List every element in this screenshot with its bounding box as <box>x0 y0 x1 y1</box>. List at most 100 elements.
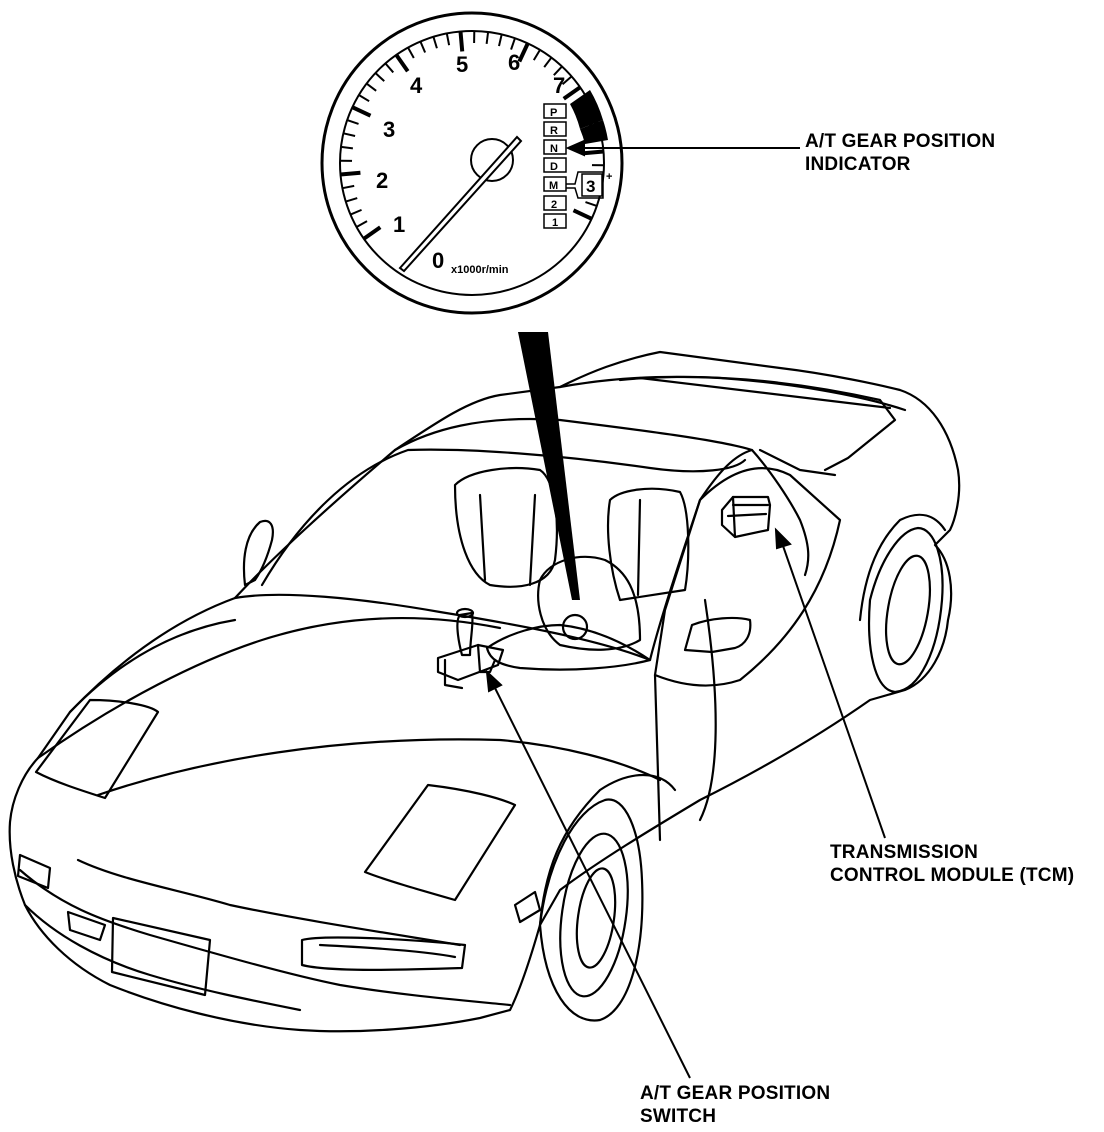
tick-mark <box>346 119 359 125</box>
gear-label-n: N <box>550 143 558 155</box>
tick-mark <box>458 31 465 52</box>
driver-seat <box>453 467 558 588</box>
tick-mark <box>432 36 438 49</box>
callout-tcm-line-1: TRANSMISSION <box>830 842 979 863</box>
tach-unit-label: x1000r/min <box>451 264 509 276</box>
tick-mark <box>342 184 355 190</box>
callout-transmission-control-module: TRANSMISSION CONTROL MODULE (TCM) <box>830 841 1074 887</box>
tach-number-1: 1 <box>393 212 405 237</box>
manual-gear-plus: + <box>606 171 612 183</box>
tick-mark <box>498 34 503 47</box>
gear-label-d: D <box>550 161 558 173</box>
needle-hub <box>470 138 514 182</box>
windshield-inner <box>260 448 747 587</box>
switch-leader <box>493 685 691 1079</box>
tach-number-8: 8 <box>588 111 600 136</box>
car-body-outline <box>8 350 961 1033</box>
redline-zone <box>570 90 603 129</box>
tachometer: 0 1 2 3 4 5 6 7 8 x1000r/min P R N D M 2… <box>320 11 624 315</box>
tick-mark <box>517 42 530 63</box>
manual-gear-box <box>581 173 603 197</box>
license-plate <box>110 916 212 997</box>
side-marker <box>513 890 542 924</box>
windshield-frame <box>233 417 754 662</box>
tick-mark <box>561 75 573 86</box>
tach-number-2: 2 <box>376 168 388 193</box>
gear-box-r <box>543 121 567 137</box>
manual-bracket <box>566 171 604 199</box>
front-bumper <box>18 868 512 1007</box>
tick-mark <box>365 82 377 92</box>
tick-mark <box>532 49 541 61</box>
tick-mark <box>562 85 582 101</box>
callout-wedge <box>518 332 580 600</box>
tach-number-5: 5 <box>456 52 468 77</box>
right-mirror <box>683 616 752 654</box>
intake-left <box>66 910 107 942</box>
hood-line-2 <box>68 618 237 714</box>
gear-box-n <box>543 139 567 155</box>
left-headlight <box>34 698 160 800</box>
callout-gear-position-indicator: A/T GEAR POSITION INDICATOR <box>805 130 995 176</box>
tick-mark <box>343 132 356 137</box>
tach-number-6: 6 <box>508 50 520 75</box>
left-mirror <box>242 519 274 587</box>
passenger-seat <box>606 487 690 602</box>
tach-number-0: 0 <box>432 248 444 273</box>
hood-front <box>76 858 462 947</box>
tick-mark <box>419 41 427 53</box>
tick-mark <box>583 149 604 156</box>
manual-gear-number: 3 <box>586 177 595 196</box>
tick-mark <box>362 225 382 241</box>
leader-lines <box>485 139 886 1079</box>
gear-label-p: P <box>550 107 557 119</box>
gear-label-m: M <box>549 180 558 192</box>
side-window <box>653 467 842 687</box>
tick-mark <box>485 31 490 45</box>
front-tire <box>538 798 644 1022</box>
gear-position-indicator <box>543 103 604 229</box>
gauge-cluster <box>561 613 589 641</box>
front-wheel-hub <box>559 832 629 998</box>
tick-mark <box>356 220 368 228</box>
hood-center-line <box>96 738 662 797</box>
hood-line-1 <box>36 617 502 760</box>
callout-tcm-line-2: CONTROL MODULE (TCM) <box>830 865 1075 886</box>
tach-number-7: 7 <box>553 73 565 98</box>
tick-mark <box>358 94 370 103</box>
door-line <box>653 598 717 842</box>
car-illustration <box>8 350 961 1033</box>
tcm-leader <box>781 542 886 839</box>
left-marker <box>16 853 52 890</box>
tick-mark <box>351 105 372 118</box>
gear-label-2: 2 <box>551 199 557 211</box>
tick-mark <box>384 62 395 74</box>
callout-indicator-line-1: A/T GEAR POSITION <box>805 131 996 152</box>
tick-mark <box>445 33 451 46</box>
gear-box-d <box>543 157 567 173</box>
rear-spoiler <box>618 375 897 472</box>
tick-mark <box>350 208 362 216</box>
callout-indicator-line-2: INDICATOR <box>805 154 911 175</box>
rear-spoiler-inner <box>638 376 892 410</box>
tick-mark <box>340 145 354 150</box>
tcm-arrowhead <box>774 527 792 550</box>
tick-mark <box>585 201 598 207</box>
right-headlight <box>363 783 517 902</box>
tick-mark <box>543 56 553 68</box>
indicator-arrowhead <box>565 139 585 157</box>
tick-mark <box>340 170 361 177</box>
shift-lever <box>456 611 474 657</box>
tick-mark <box>394 53 410 73</box>
fog-light <box>300 936 467 971</box>
tick-mark <box>572 208 593 221</box>
tach-number-4: 4 <box>410 73 423 98</box>
gear-box-1 <box>543 213 567 229</box>
callout-gear-position-switch: A/T GEAR POSITION SWITCH <box>640 1082 830 1128</box>
tick-mark <box>553 65 563 76</box>
tachometer-tick-marks <box>340 31 604 241</box>
switch-arrowhead <box>485 669 503 693</box>
tach-number-3: 3 <box>383 117 395 142</box>
gear-label-r: R <box>550 125 558 137</box>
